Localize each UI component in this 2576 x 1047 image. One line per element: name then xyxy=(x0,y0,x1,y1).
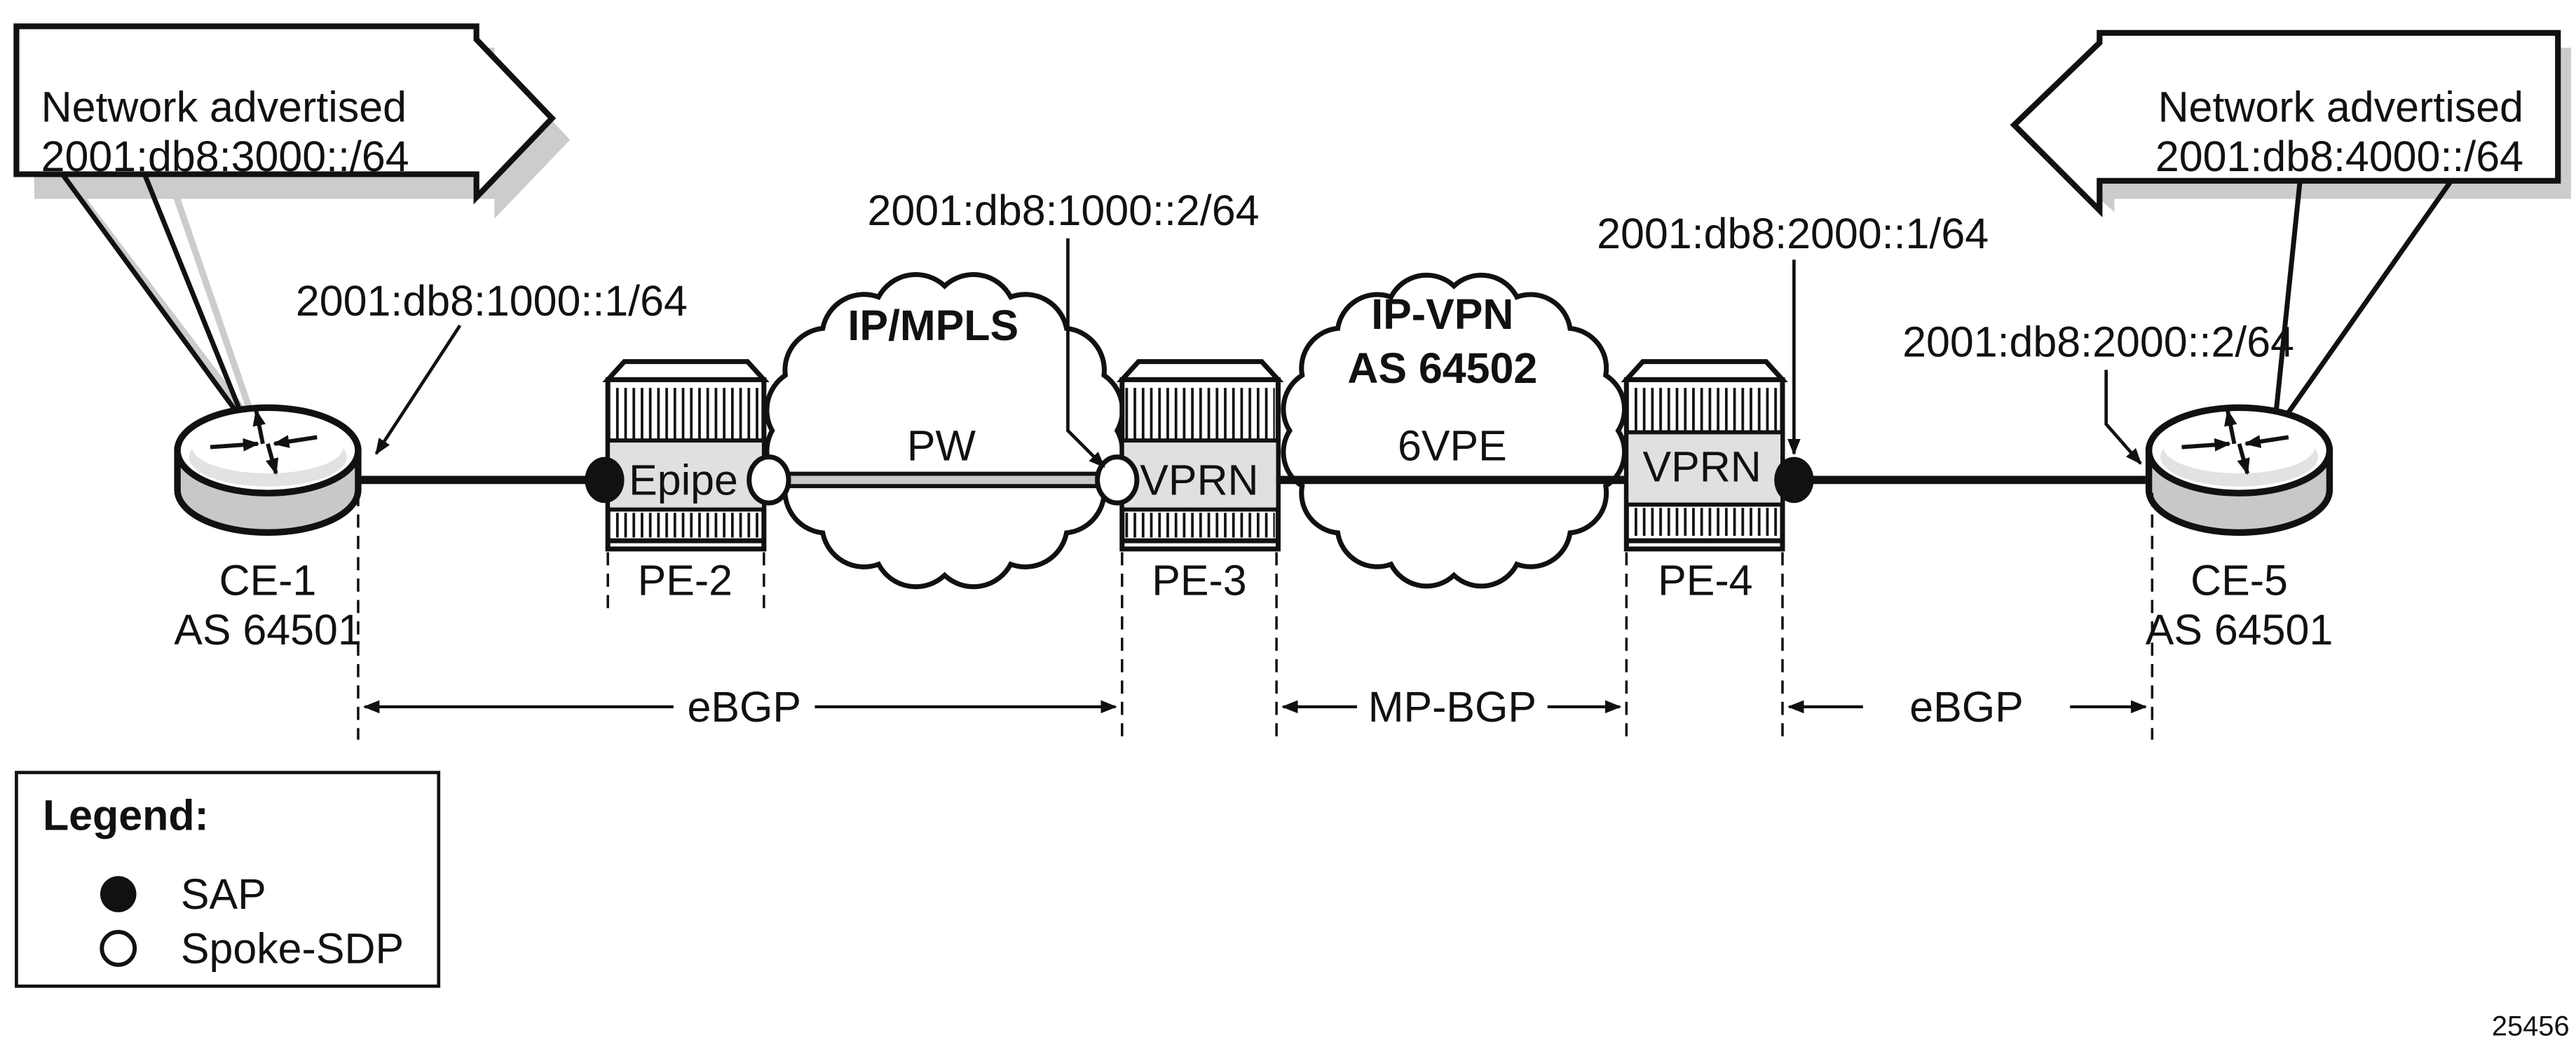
pe2-service-label: Epipe xyxy=(629,456,738,504)
legend-spoke-sdp-icon xyxy=(100,929,137,967)
address-pe4: 2001:db8:2000::1/64 xyxy=(1597,210,1989,257)
legend-sap-label: SAP xyxy=(181,870,266,918)
pe2-node[interactable] xyxy=(602,359,770,552)
cloud-label-as: AS 64502 xyxy=(1347,344,1537,392)
spoke-sdp-pe3[interactable] xyxy=(1095,454,1140,506)
ce1-as: AS 64501 xyxy=(174,606,362,654)
callout-left-line1: Network advertised xyxy=(41,83,407,130)
legend-spoke-sdp-label: Spoke-SDP xyxy=(181,924,404,972)
legend: Legend: SAP Spoke-SDP xyxy=(15,771,441,988)
callout-left: Network advertised 2001:db8:3000::/64 xyxy=(13,23,571,421)
sap-pe2[interactable] xyxy=(585,457,625,504)
session-ebgp-right: eBGP xyxy=(1909,683,2024,731)
callout-right-line1: Network advertised xyxy=(2158,83,2523,130)
router-icon-ce1[interactable] xyxy=(174,404,362,536)
legend-sap-icon xyxy=(100,876,137,912)
ip-mpls-cloud xyxy=(764,272,1125,590)
figure-id: 25456 xyxy=(2492,1011,2570,1042)
address-pe3: 2001:db8:1000::2/64 xyxy=(868,187,1260,234)
callout-right: Network advertised 2001:db8:4000::/64 xyxy=(2010,29,2571,426)
boundary-lines xyxy=(357,493,2154,740)
pe3-name: PE-3 xyxy=(1152,556,1246,604)
ip-vpn-cloud xyxy=(1281,272,1628,589)
ce1-name: CE-1 xyxy=(219,556,317,604)
pe2-name: PE-2 xyxy=(638,556,732,604)
callout-right-line2: 2001:db8:4000::/64 xyxy=(2155,133,2523,180)
6vpe-label: 6VPE xyxy=(1398,421,1507,469)
cloud-label-ip-mpls: IP/MPLS xyxy=(847,302,1018,349)
pe3-service-label: VPRN xyxy=(1140,456,1258,504)
pw-label: PW xyxy=(907,421,976,469)
session-mp-bgp: MP-BGP xyxy=(1368,683,1536,731)
address-ce1: 2001:db8:1000::1/64 xyxy=(296,277,688,325)
pe3-node[interactable] xyxy=(1116,359,1284,552)
callout-left-line2: 2001:db8:3000::/64 xyxy=(41,133,409,180)
spoke-sdp-pe2[interactable] xyxy=(747,454,791,506)
legend-title: Legend: xyxy=(43,792,209,839)
pe4-service-label: VPRN xyxy=(1642,443,1761,491)
router-icon-ce5[interactable] xyxy=(2145,404,2333,536)
cloud-label-ip-vpn: IP-VPN xyxy=(1371,290,1513,338)
sap-pe4[interactable] xyxy=(1774,457,1814,504)
ce5-as: AS 64501 xyxy=(2146,606,2333,654)
ce5-name: CE-5 xyxy=(2190,556,2288,604)
session-ebgp-left: eBGP xyxy=(687,683,801,731)
address-ce5: 2001:db8:2000::2/64 xyxy=(1902,318,2294,366)
pe4-node[interactable] xyxy=(1621,359,1788,552)
pe4-name: PE-4 xyxy=(1658,556,1752,604)
